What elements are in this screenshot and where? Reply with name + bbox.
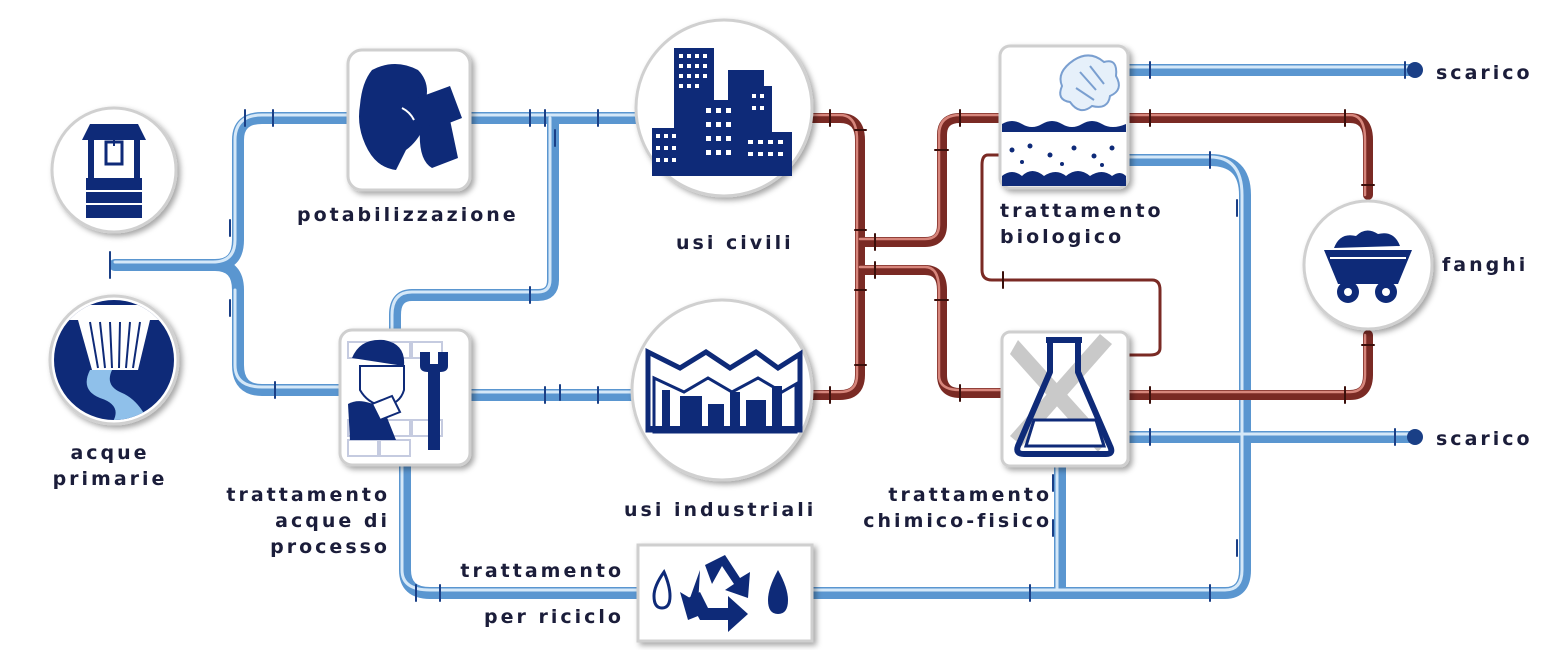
label-trattamento-processo-line3: processo [270,536,390,558]
label-fanghi-line1: fanghi [1442,254,1529,276]
label-scarico-bottom-text: scarico [1436,428,1533,450]
mine-cart-icon [1324,230,1412,303]
label-potabilizzazione-line1: potabilizzazione [297,204,519,226]
label-chimico-fisico-line1: trattamento [888,484,1052,506]
usi-industriali-node [630,298,814,482]
label-acque-primarie-line1: acque [70,442,150,464]
label-trattamento-processo: trattamento acque di processo [180,482,390,560]
label-usi-industriali: usi industriali [624,497,816,523]
clean-water-pipes [109,61,1423,602]
factory-icon [645,347,803,434]
label-chimico-fisico-line2: chimico-fisico [863,510,1052,532]
biological-tank-icon [1002,54,1126,186]
label-trattamento-chimico-fisico: trattamento chimico-fisico [830,482,1052,534]
city-buildings-icon [652,48,792,176]
label-acque-primarie-line2: primarie [52,468,168,490]
label-riciclo-line2-text: per riciclo [484,606,624,628]
waterfall-icon [54,300,174,420]
label-biologico-line2: biologico [1000,226,1125,248]
recycle-drops-icon [652,555,788,632]
label-usi-industriali-line1: usi industriali [624,499,817,521]
worker-wrench-icon [347,339,448,457]
label-scarico-top-text: scarico [1436,62,1533,84]
flask-icon [1010,334,1115,457]
waste-water-pipes [807,109,1375,404]
label-biologico-line1: trattamento [1000,200,1164,222]
label-riciclo-line2: per riciclo [420,604,624,630]
label-riciclo-line1: trattamento [420,558,624,584]
label-scarico-bottom: scarico [1436,426,1533,452]
label-trattamento-processo-line1: trattamento [226,484,390,506]
person-drinking-icon [359,64,462,170]
well-icon [82,124,146,218]
label-trattamento-processo-line2: acque di [275,510,390,532]
label-scarico-top: scarico [1436,60,1533,86]
label-usi-civili-line1: usi civili [676,232,794,254]
label-potabilizzazione: potabilizzazione [297,202,519,228]
label-usi-civili: usi civili [676,230,794,256]
label-trattamento-biologico: trattamento biologico [1000,198,1164,250]
label-fanghi: fanghi [1442,252,1528,278]
label-riciclo-line1-text: trattamento [460,560,624,582]
label-acque-primarie: acque primarie [10,440,210,492]
